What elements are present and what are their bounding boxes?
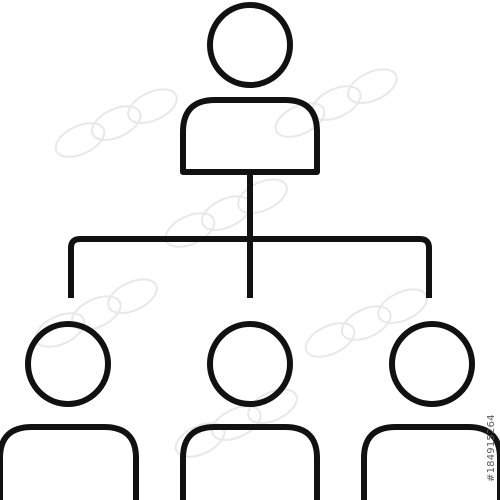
stock-id-watermark: #184915264 <box>484 250 498 500</box>
center-person-head <box>207 321 293 407</box>
left-person-icon <box>0 321 139 500</box>
top-person-icon <box>180 2 320 175</box>
right-person-icon <box>361 321 500 500</box>
top-person-head <box>207 2 293 88</box>
center-person-body <box>180 424 320 500</box>
top-person-body <box>180 97 320 175</box>
branch-bar <box>68 236 432 298</box>
connector-lines <box>68 172 432 298</box>
center-person-icon <box>180 321 320 500</box>
right-person-body <box>361 424 500 500</box>
left-person-head <box>25 321 111 407</box>
stock-id-text: #184915264 <box>486 414 497 482</box>
left-person-body <box>0 424 139 500</box>
right-person-head <box>389 321 475 407</box>
